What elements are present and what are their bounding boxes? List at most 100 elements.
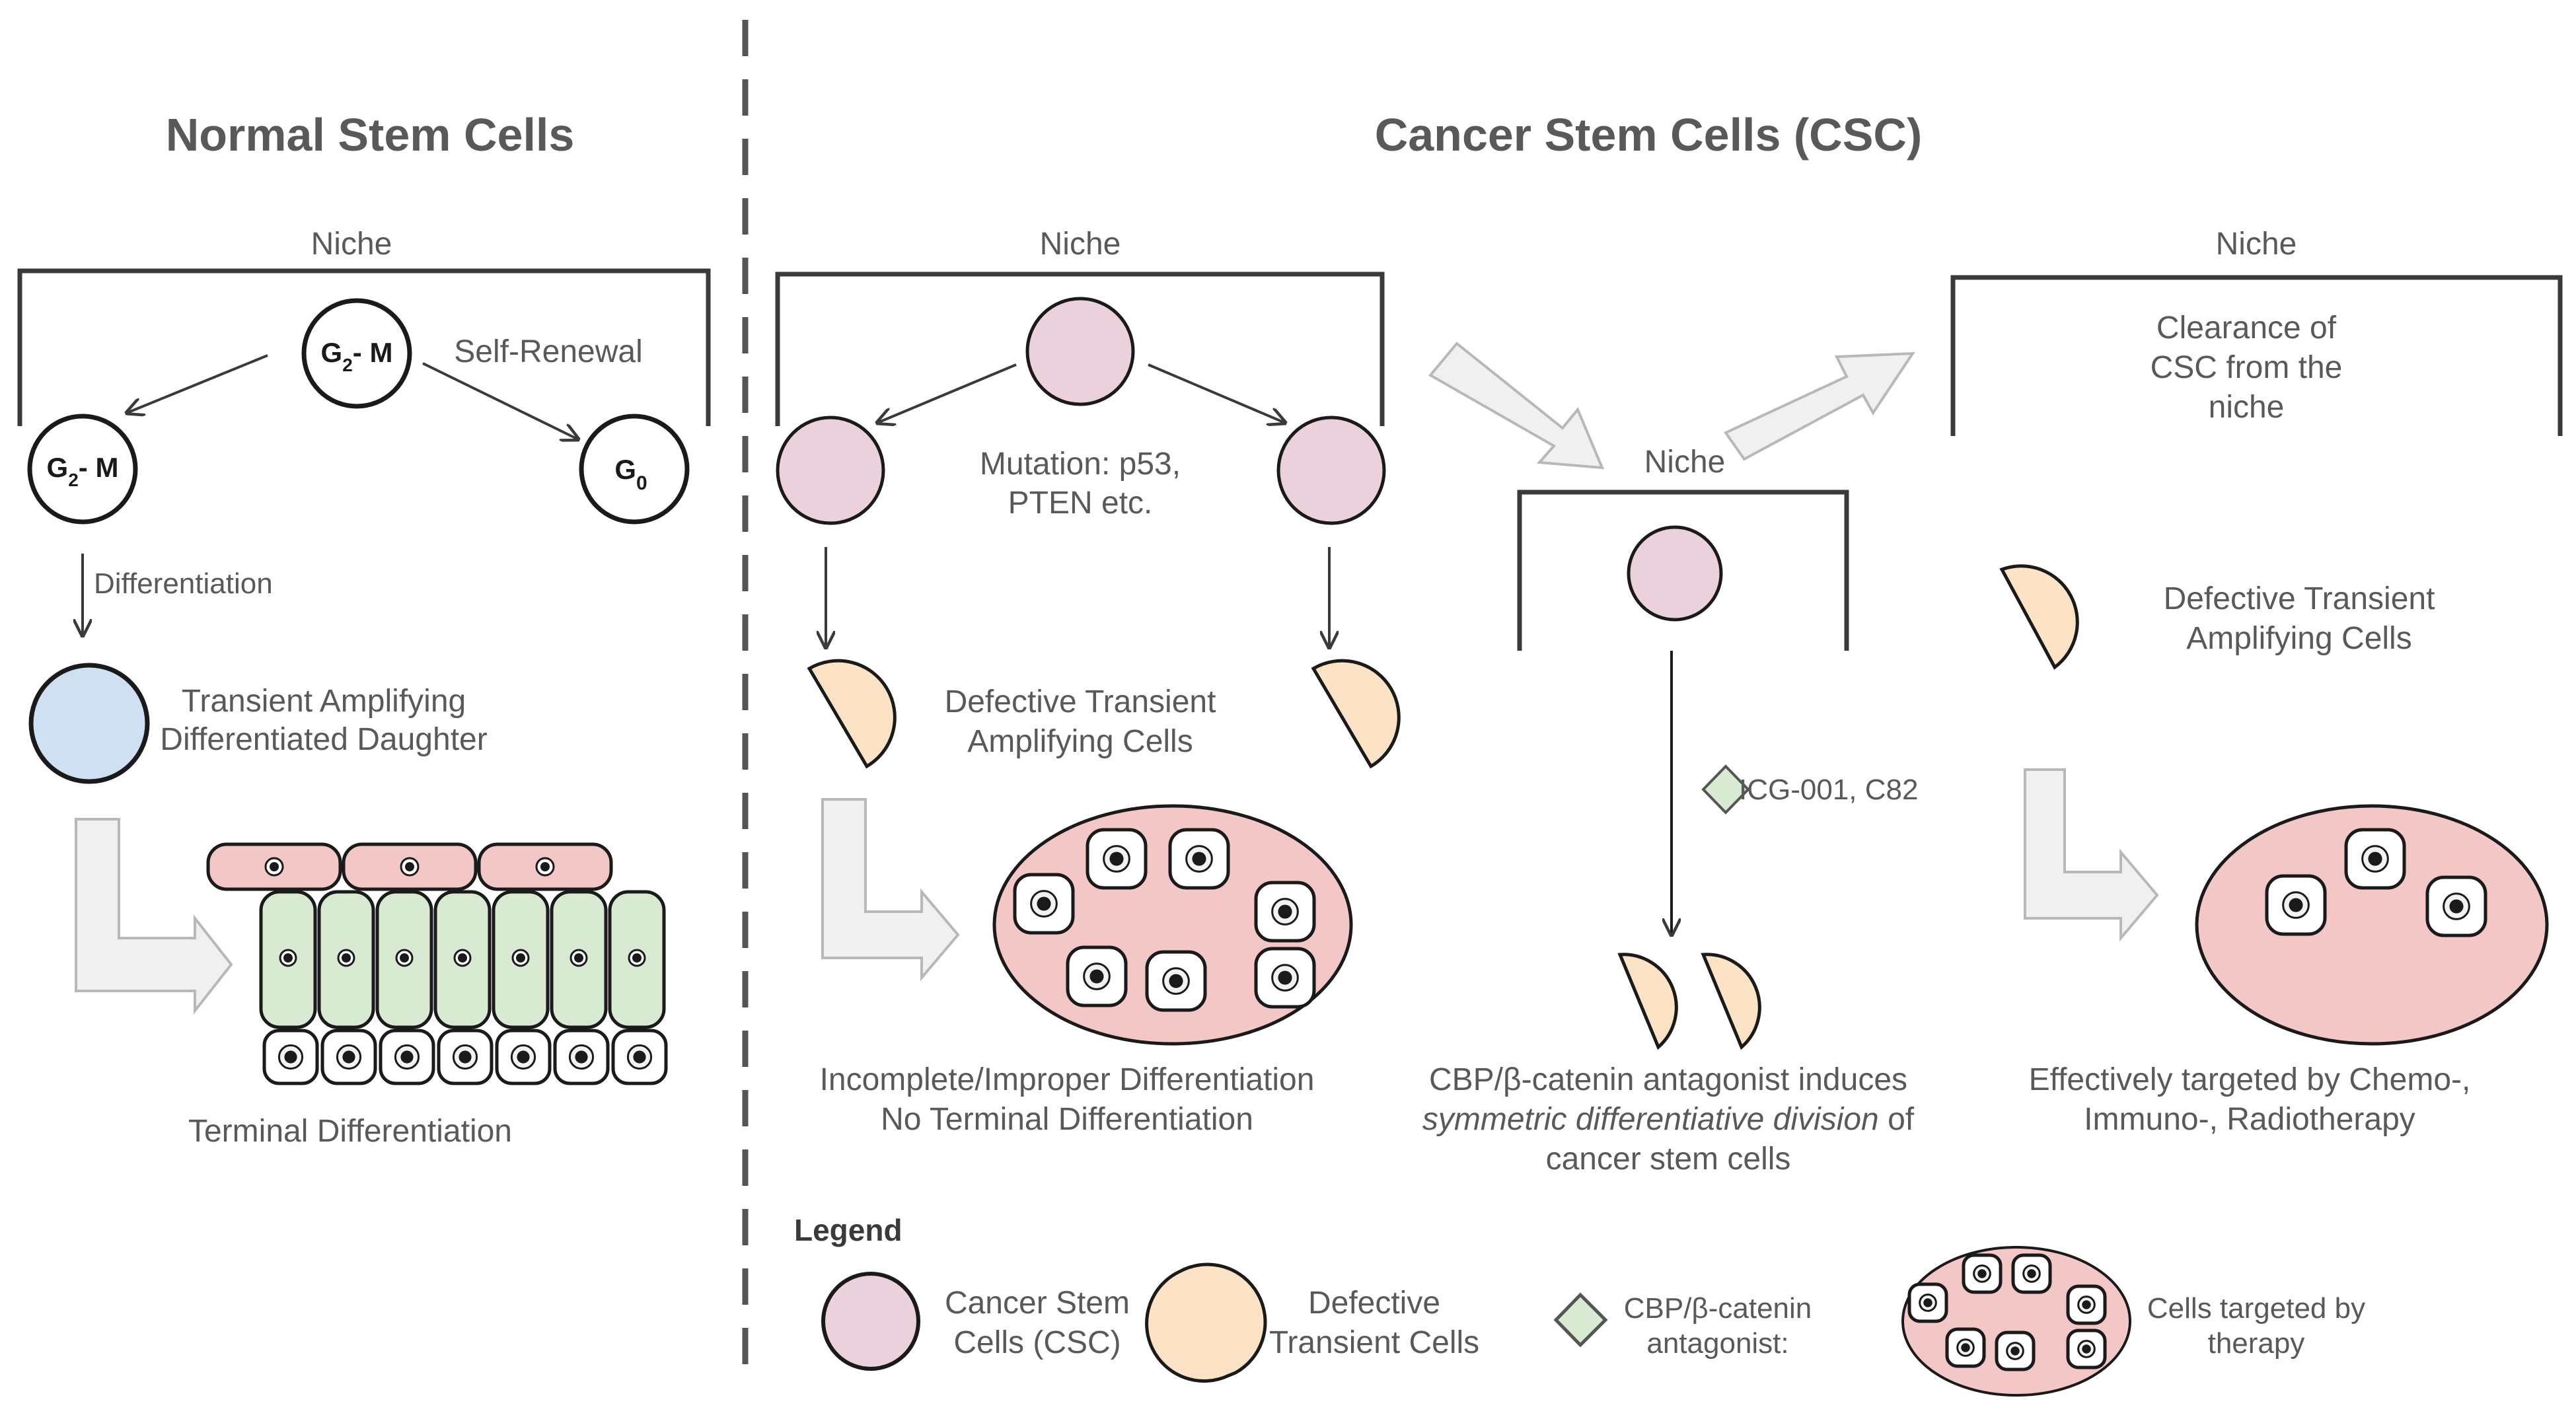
transition-arrow-up [1723,351,1915,461]
tumor-cell [1907,1282,1948,1323]
transition-arrow-down [1428,342,1605,470]
panel3-caption-2: Immuno-, Radiotherapy [2084,1102,2415,1137]
cancer-stem-cell-left [776,416,885,525]
panel1-defective-label-2: Amplifying Cells [967,724,1193,759]
panel2-niche-label: Niche [1644,445,1726,480]
surface-cell [477,842,613,891]
basal-cell [611,1029,668,1085]
cancer-title: Cancer Stem Cells (CSC) [1375,109,1923,161]
tumor-cell [1962,1253,2003,1294]
normal-niche-bracket [17,268,711,426]
tumor-cell [2344,828,2406,890]
columnar-cell [375,890,433,1029]
panel3-caption-1: Effectively targeted by Chemo-, [2029,1062,2471,1097]
quiescent-cell-label: G0 [614,454,647,494]
transient-amplifying-label-1: Transient Amplifying [182,684,466,719]
transient-amplifying-label-2: Differentiated Daughter [160,722,487,757]
cancer-stem-cell-panel2 [1627,525,1723,622]
legend-title: Legend [794,1213,902,1247]
columnar-cell [608,890,666,1029]
panel1-caption-1: Incomplete/Improper Differentiation [820,1062,1315,1097]
tumor-cell [2066,1284,2107,1325]
self-renewal-label: Self-Renewal [454,334,642,369]
columnar-cell [317,890,375,1029]
stem-cell-top [301,298,412,409]
columnar-cell [550,890,608,1029]
normal-stem-cells-section: Normal Stem Cells Niche G2- M G2- M G0 S… [17,109,711,1149]
legend-csc-label-2: Cells (CSC) [953,1325,1121,1360]
differentiated-cell-right [1701,953,1761,1050]
legend-defective-label-1: Defective [1308,1286,1440,1321]
division-arrow-right [422,362,578,439]
tumor-cell [1995,1330,2036,1371]
legend-csc-label-1: Cancer Stem [945,1286,1130,1321]
differentiation-label: Differentiation [94,567,273,600]
tumor-cell [2265,874,2327,936]
basal-cell [437,1029,494,1085]
mutation-label-1: Mutation: p53, [980,447,1181,482]
clearance-label-1: Clearance of [2156,310,2337,346]
transient-amplifying-cell [28,663,150,784]
division-arrow-left [127,354,268,413]
normal-niche-label: Niche [311,227,392,262]
panel1-flow-arrow [821,798,960,982]
panel3-niche-bracket [1950,275,2563,436]
tumor-cell [1013,873,1075,935]
defective-cell-right [1311,659,1401,769]
mutation-label-2: PTEN etc. [1008,486,1153,521]
stem-cell-top-label: G2- M [321,337,393,375]
panel1-defective-label-1: Defective Transient [945,684,1216,719]
drug-label: ICG-001, C82 [1739,774,1918,806]
stem-cell-left-label: G2- M [47,452,119,490]
differentiated-cell-left [1617,953,1678,1050]
legend-targeted-cells [1907,1253,2107,1371]
tumor-cells-panel3 [2265,828,2487,937]
basal-cell [262,1029,319,1085]
terminal-epithelium [206,842,668,1085]
panel1-niche-bracket [775,272,1385,426]
panel3-defective-label-2: Amplifying Cells [2186,621,2411,656]
basal-cell [320,1029,377,1085]
panel1-caption-2: No Terminal Differentiation [881,1102,1253,1137]
quiescent-cell-g0 [579,414,690,525]
tumor-cell [2011,1253,2052,1294]
legend-defective-swatch [1145,1262,1267,1383]
antagonist-diamond [1701,764,1750,815]
panel2-caption-3: cancer stem cells [1546,1142,1791,1177]
clearance-label-3: niche [2209,390,2285,425]
tumor-cell [1254,881,1316,943]
panel3-niche-label: Niche [2216,227,2297,262]
legend-targeted-label-1: Cells targeted by [2147,1292,2365,1325]
surface-cell [342,842,478,891]
panel3-flow-arrow [2024,768,2159,942]
stem-cell-left [27,414,138,525]
tumor-cell [1168,828,1230,890]
tumor-mass-panel3 [2195,804,2549,1046]
tumor-cell [1066,945,1128,1007]
legend: Legend Cancer Stem Cells (CSC) Defective… [794,1213,2365,1397]
tumor-cell [1254,947,1316,1009]
basal-cell [495,1029,552,1085]
surface-cell [206,842,342,891]
columnar-cell [259,890,317,1029]
panel1-niche-label: Niche [1040,227,1121,262]
cancer-stem-cells-section: Cancer Stem Cells (CSC) Niche Mutation: … [775,109,2563,1177]
tumor-cell [1945,1327,1986,1368]
panel2-caption-1: CBP/β-catenin antagonist induces [1429,1062,1907,1097]
csc-division-arrow-left [877,363,1017,423]
legend-antagonist-label-2: antagonist: [1646,1327,1788,1360]
normal-title: Normal Stem Cells [166,109,575,161]
terminal-differentiation-label: Terminal Differentiation [188,1114,512,1149]
tumor-cell [1086,828,1148,890]
basal-cell [379,1029,435,1085]
tumor-cell [1145,950,1207,1012]
panel3-defective-label-1: Defective Transient [2164,581,2435,616]
legend-defective-label-2: Transient Cells [1269,1325,1479,1360]
terminal-flow-arrow [75,818,233,1015]
columnar-cell [433,890,492,1029]
clearance-label-2: CSC from the [2151,350,2343,385]
panel2-caption-2: symmetric differentiative division of [1422,1102,1915,1137]
legend-csc-swatch [821,1272,920,1371]
